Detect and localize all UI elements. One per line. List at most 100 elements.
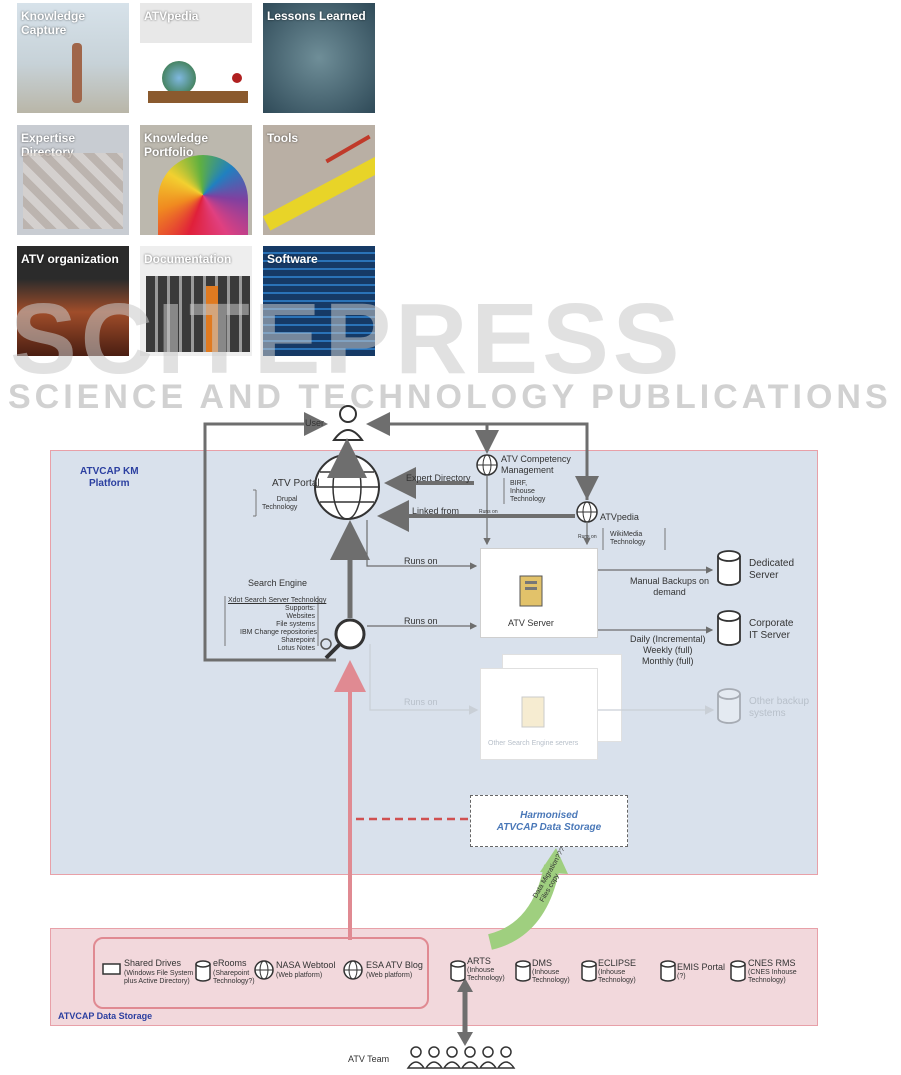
source-erooms-tech: (Sharepoint Technology?) bbox=[213, 970, 255, 985]
apple-icon bbox=[232, 73, 242, 83]
atv-team-label: ATV Team bbox=[348, 1054, 390, 1064]
tile-tools[interactable]: Tools bbox=[263, 125, 375, 235]
database-icon bbox=[717, 550, 741, 586]
data-storage-region bbox=[50, 928, 818, 1026]
expert-directory-label: Expert Directory bbox=[406, 473, 471, 483]
database-icon bbox=[581, 960, 597, 982]
source-shared-drives-name: Shared Drives bbox=[124, 958, 182, 968]
backup-schedule-label: Daily (Incremental) Weekly (full) Monthl… bbox=[630, 634, 706, 666]
other-servers-label: Other Search Engine servers bbox=[488, 740, 579, 747]
tile-label: Lessons Learned bbox=[267, 9, 366, 23]
search-engine-label: Search Engine bbox=[248, 578, 308, 588]
watermark-tagline: SCIENCE AND TECHNOLOGY PUBLICATIONS bbox=[8, 378, 892, 416]
tile-label: Documentation bbox=[144, 252, 232, 266]
globe-icon bbox=[162, 61, 196, 95]
person-figure-icon bbox=[72, 43, 82, 103]
tile-label: Knowledge Portfolio bbox=[144, 131, 209, 159]
tile-software[interactable]: Software bbox=[263, 246, 375, 356]
source-emis-name: EMIS Portal bbox=[677, 962, 726, 972]
search-to-user-loop bbox=[203, 412, 336, 662]
books-icon bbox=[148, 91, 248, 103]
source-nasa-name: NASA Webtool bbox=[276, 960, 336, 970]
globe-icon bbox=[343, 960, 363, 980]
tile-atv-organization[interactable]: ATV organization bbox=[17, 246, 129, 356]
database-icon bbox=[660, 960, 676, 982]
atv-portal-label: ATV Portal bbox=[272, 478, 320, 489]
database-icon bbox=[717, 688, 741, 724]
source-dms-name: DMS bbox=[532, 958, 552, 968]
database-icon bbox=[450, 960, 466, 982]
database-icon bbox=[717, 610, 741, 646]
runs-on-label-2: Runs on bbox=[404, 616, 438, 626]
portal-tech-label: Drupal Technology bbox=[262, 496, 298, 511]
watermark-logo: SCITEPRESS bbox=[10, 283, 684, 395]
source-shared-drives-tech: (Windows File System plus Active Directo… bbox=[124, 970, 194, 985]
database-icon bbox=[515, 960, 531, 982]
source-cnes-name: CNES RMS bbox=[748, 958, 796, 968]
search-magnifier-icon bbox=[320, 618, 366, 660]
server-icon bbox=[519, 575, 543, 607]
source-cnes-tech: (CNES Inhouse Technology) bbox=[748, 969, 797, 984]
atv-server-label: ATV Server bbox=[508, 618, 554, 628]
hard-drive-icon bbox=[102, 963, 121, 975]
tile-knowledge-portfolio[interactable]: Knowledge Portfolio bbox=[140, 125, 252, 235]
dedicated-server-label: Dedicated Server bbox=[749, 558, 795, 581]
source-dms-tech: (Inhouse Technology) bbox=[532, 969, 570, 984]
runs-on-small-label-2: Runs on bbox=[578, 534, 597, 540]
other-backup-label: Other backup systems bbox=[749, 696, 810, 719]
competency-tech-label: BIRF, Inhouse Technology bbox=[510, 480, 546, 503]
orange-binder-icon bbox=[206, 286, 218, 352]
runs-on-label-1: Runs on bbox=[404, 556, 438, 566]
tile-label: ATV organization bbox=[21, 252, 119, 266]
atv-portal-globe-icon bbox=[314, 454, 380, 520]
web-sources-group bbox=[93, 937, 429, 1009]
team-people-icon bbox=[406, 1046, 516, 1069]
km-platform-region bbox=[50, 450, 818, 875]
platform-title: ATVCAP KM Platform bbox=[80, 466, 139, 489]
manual-backups-label: Manual Backups on demand bbox=[630, 576, 710, 597]
source-nasa-tech: (Web platform) bbox=[276, 972, 323, 979]
competency-globe-icon bbox=[476, 454, 498, 476]
corporate-it-label: Corporate IT Server bbox=[749, 618, 794, 641]
database-icon bbox=[195, 960, 211, 982]
source-esa-blog-tech: (Web platform) bbox=[366, 972, 413, 979]
source-arts-tech: (Inhouse Technology) bbox=[467, 967, 505, 982]
color-fan-icon bbox=[158, 155, 248, 235]
atvpedia-tech-label: WikiMedia Technology bbox=[610, 531, 646, 546]
server-icon bbox=[521, 696, 545, 728]
source-emis-tech: (?) bbox=[677, 973, 686, 980]
migration-arrow bbox=[487, 864, 560, 950]
database-icon bbox=[730, 960, 746, 982]
faces-collage-icon bbox=[23, 153, 123, 229]
atvpedia-label: ATVpedia bbox=[600, 512, 639, 522]
tile-label: Knowledge Capture bbox=[21, 9, 86, 37]
tile-label: Tools bbox=[267, 131, 299, 145]
harmonised-storage-label: Harmonised ATVCAP Data Storage bbox=[496, 810, 602, 833]
harmonised-storage-box bbox=[470, 795, 628, 847]
tile-lessons-learned[interactable]: Lessons Learned bbox=[263, 3, 375, 113]
search-tech-body: Supports: Websites File systems IBM Chan… bbox=[240, 605, 318, 652]
tile-knowledge-capture[interactable]: Knowledge Capture bbox=[17, 3, 129, 113]
source-eclipse-tech: (Inhouse Technology) bbox=[598, 969, 636, 984]
atvpedia-globe-icon bbox=[576, 501, 598, 523]
tile-atvpedia[interactable]: ATVpedia bbox=[140, 3, 252, 113]
gear-icon bbox=[320, 638, 332, 650]
other-servers-box bbox=[480, 668, 598, 760]
source-esa-blog-name: ESA ATV Blog bbox=[366, 960, 423, 970]
linked-from-label: Linked from bbox=[412, 506, 460, 516]
runs-on-small-label: Runs on bbox=[479, 509, 498, 515]
user-icon bbox=[332, 405, 364, 441]
source-arts-name: ARTS bbox=[467, 956, 491, 966]
source-eclipse-name: ECLIPSE bbox=[598, 958, 637, 968]
source-erooms-name: eRooms bbox=[213, 958, 247, 968]
globe-icon bbox=[254, 960, 274, 980]
search-tech-title: Xdot Search Server Technology bbox=[228, 597, 327, 604]
user-label: User bbox=[305, 418, 325, 428]
binders-icon bbox=[146, 276, 250, 352]
tile-expertise-directory[interactable]: Expertise Directory bbox=[17, 125, 129, 235]
tile-documentation[interactable]: Documentation bbox=[140, 246, 252, 356]
tile-label: Software bbox=[267, 252, 318, 266]
tile-label: ATVpedia bbox=[144, 9, 199, 23]
runs-on-label-3: Runs on bbox=[404, 697, 438, 707]
